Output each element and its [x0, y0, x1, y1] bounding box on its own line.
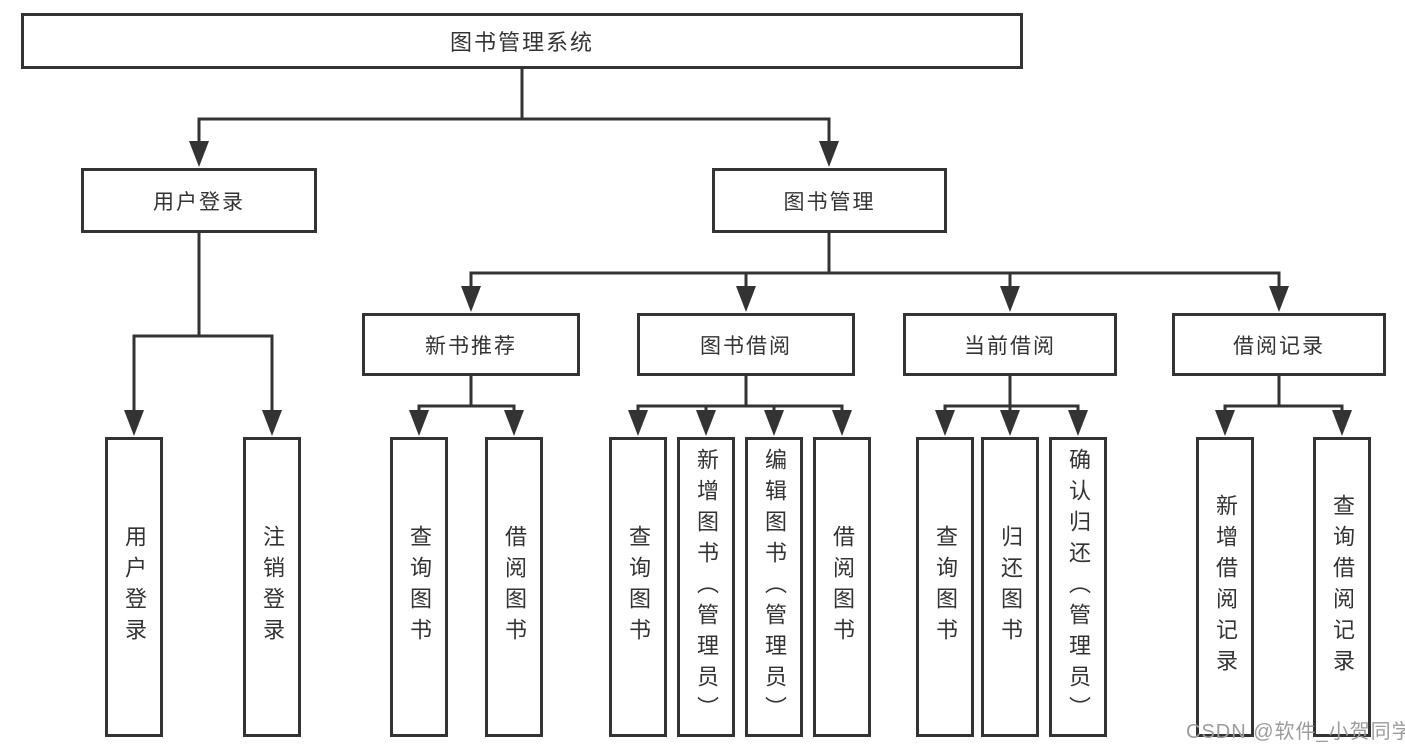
node-label: 图书管理 [783, 190, 876, 214]
leaf-add-borrow-record: 新增借阅记录 [1196, 437, 1254, 737]
leaf-edit-books-admin: 编辑图书（管理员） [745, 437, 803, 737]
leaf-label: 归还图书 [998, 525, 1023, 649]
node-current-borrowing: 当前借阅 [903, 313, 1117, 376]
node-book-management-branch: 图书管理 [712, 168, 947, 233]
node-label: 图书借阅 [700, 334, 792, 358]
leaf-label: 借阅图书 [502, 525, 527, 649]
node-label: 借阅记录 [1233, 334, 1325, 358]
leaf-label: 新增借阅记录 [1213, 494, 1238, 680]
leaf-add-books-admin: 新增图书（管理员） [677, 437, 735, 737]
leaf-label: 查询图书 [407, 525, 432, 649]
leaf-label: 查询图书 [933, 525, 958, 649]
leaf-label: 借阅图书 [830, 525, 855, 649]
node-borrowing-records: 借阅记录 [1172, 313, 1386, 376]
node-book-borrowing: 图书借阅 [637, 313, 855, 376]
leaf-label: 注销登录 [260, 525, 285, 649]
leaf-query-books-borrowing: 查询图书 [609, 437, 667, 737]
leaf-label: 新增图书（管理员） [694, 447, 719, 727]
leaf-label: 查询借阅记录 [1330, 494, 1355, 680]
node-label: 当前借阅 [964, 334, 1056, 358]
leaf-label: 查询图书 [626, 525, 651, 649]
csdn-watermark: CSDN @软件_小贺同学 [1186, 721, 1405, 743]
leaf-borrow-books-recommend: 借阅图书 [485, 437, 543, 737]
node-label: 新书推荐 [425, 334, 517, 358]
node-book-management-system: 图书管理系统 [21, 13, 1023, 69]
node-label: 用户登录 [153, 190, 245, 214]
leaf-query-books-recommend: 查询图书 [390, 437, 448, 737]
leaf-query-borrow-record: 查询借阅记录 [1313, 437, 1371, 737]
leaf-return-books: 归还图书 [981, 437, 1039, 737]
leaf-user-login: 用户登录 [105, 437, 163, 737]
leaf-label: 确认归还（管理员） [1066, 447, 1091, 727]
leaf-query-books-current: 查询图书 [916, 437, 974, 737]
leaf-label: 用户登录 [122, 525, 147, 649]
node-label: 图书管理系统 [449, 30, 594, 55]
node-new-book-recommendation: 新书推荐 [362, 313, 580, 376]
leaf-confirm-return-admin: 确认归还（管理员） [1049, 437, 1107, 737]
node-user-login-branch: 用户登录 [81, 168, 317, 233]
leaf-logout-login: 注销登录 [243, 437, 301, 737]
leaf-label: 编辑图书（管理员） [762, 447, 787, 727]
leaf-borrow-books-borrowing: 借阅图书 [813, 437, 871, 737]
